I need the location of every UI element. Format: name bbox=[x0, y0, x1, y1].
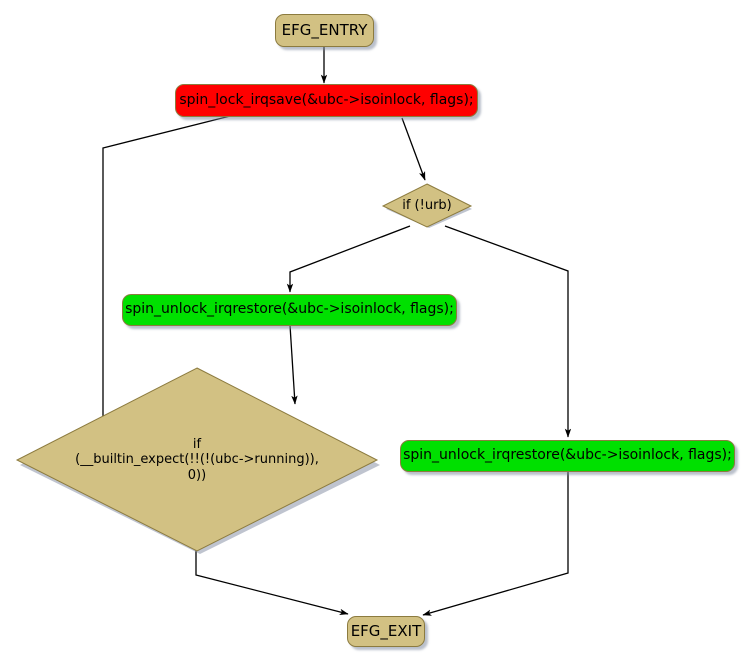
node-spin-lock-irqsave[interactable]: spin_lock_irqsave(&ubc->isoinlock, flags… bbox=[175, 84, 478, 117]
diamond-shape-if-builtin-expect bbox=[15, 367, 380, 554]
node-spin-unlock-irqrestore-a[interactable]: spin_unlock_irqrestore(&ubc->isoinlock, … bbox=[122, 294, 457, 326]
edge-running-check-to-lock bbox=[102, 108, 255, 418]
node-spin-unlock-irqrestore-b[interactable]: spin_unlock_irqrestore(&ubc->isoinlock, … bbox=[400, 440, 735, 472]
node-efg-entry[interactable]: EFG_ENTRY bbox=[275, 14, 374, 47]
node-spin-unlock-irqrestore-b-label: spin_unlock_irqrestore(&ubc->isoinlock, … bbox=[403, 447, 732, 464]
edge-urb-check-to-unlock-a bbox=[286, 225, 411, 293]
node-efg-exit-label: EFG_EXIT bbox=[350, 622, 422, 641]
edge-unlock-b-to-exit bbox=[422, 472, 569, 616]
node-efg-exit[interactable]: EFG_EXIT bbox=[347, 616, 425, 647]
diamond-shape-if-urb bbox=[381, 183, 473, 228]
node-spin-unlock-irqrestore-a-label: spin_unlock_irqrestore(&ubc->isoinlock, … bbox=[125, 301, 454, 318]
node-if-builtin-expect-decision[interactable]: if (__builtin_expect(!!(!(ubc->running))… bbox=[12, 364, 382, 556]
node-spin-lock-irqsave-label: spin_lock_irqsave(&ubc->isoinlock, flags… bbox=[179, 91, 474, 108]
edge-lock-to-urb-check bbox=[401, 117, 426, 181]
edge-urb-check-to-unlock-b bbox=[444, 225, 572, 438]
edge-unlock-a-to-running-check bbox=[289, 324, 298, 405]
edge-running-check-to-exit bbox=[195, 549, 349, 616]
node-if-urb-decision[interactable]: if (!urb) bbox=[381, 183, 473, 229]
node-efg-entry-label: EFG_ENTRY bbox=[281, 21, 368, 40]
